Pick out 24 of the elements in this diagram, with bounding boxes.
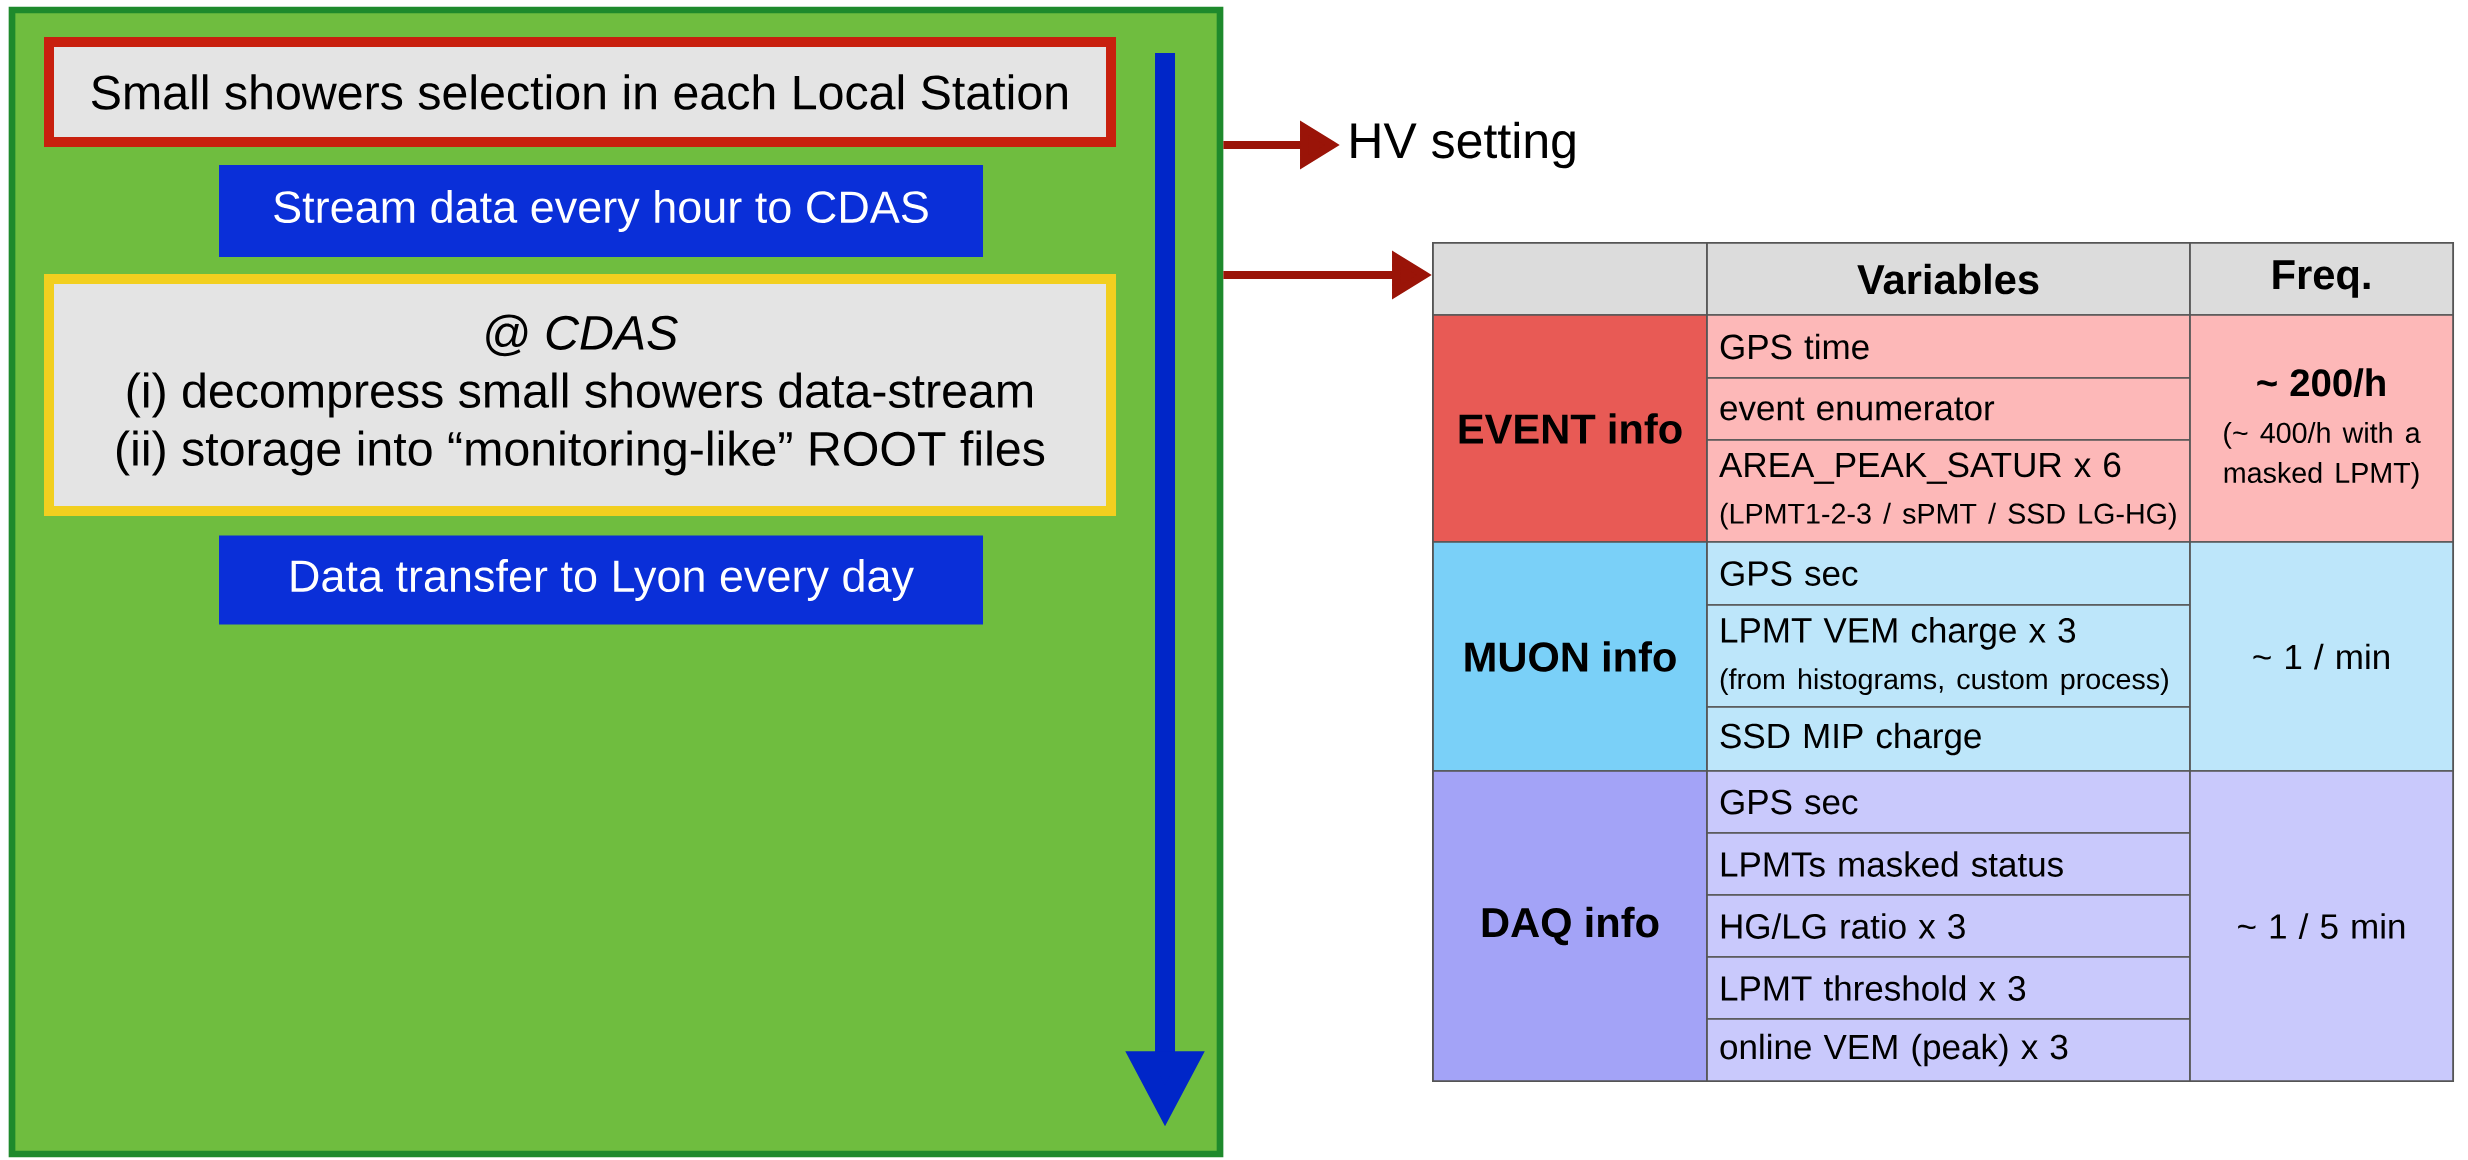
process-box: Data transfer to Lyon every day <box>219 535 983 625</box>
header-cell: Variables <box>1706 242 2191 316</box>
table-cell: DAQ info <box>1432 770 1708 1082</box>
table-cell: ~ 200/h (~ 400/h with a masked LPMT) <box>2189 314 2454 543</box>
table-cell: ~ 1 / min <box>2189 541 2454 772</box>
process-box: Small showers selection in each Local Station <box>44 37 1116 147</box>
process-box: @ CDAS (i) decompress small showers data-stream (ii) storage into “monitoring-like” ROOT files <box>44 274 1116 516</box>
table-cell: LPMTs masked status <box>1706 832 2191 896</box>
table-cell: LPMT threshold x 3 <box>1706 956 2191 1020</box>
table-cell: SSD MIP charge <box>1706 706 2191 772</box>
table-cell: MUON info <box>1432 541 1708 772</box>
annotation-text: HV setting <box>1351 121 1575 169</box>
table-cell: HG/LG ratio x 3 <box>1706 894 2191 958</box>
table-cell: GPS sec <box>1706 770 2191 834</box>
table-cell: LPMT VEM charge x 3 (from histograms, custom process) <box>1706 604 2191 708</box>
table-cell: ~ 1 / 5 min <box>2189 770 2454 1082</box>
table-cell: event enumerator <box>1706 377 2191 441</box>
table-cell: online VEM (peak) x 3 <box>1706 1018 2191 1082</box>
process-box: Stream data every hour to CDAS <box>219 165 983 257</box>
table-cell: EVENT info <box>1432 314 1708 543</box>
header-cell: Freq. <box>2189 242 2454 316</box>
table-cell: GPS time <box>1706 314 2191 379</box>
table-cell: AREA_PEAK_SATUR x 6 (LPMT1-2-3 / sPMT / SSD LG-HG) <box>1706 439 2191 543</box>
table-cell: GPS sec <box>1706 541 2191 606</box>
